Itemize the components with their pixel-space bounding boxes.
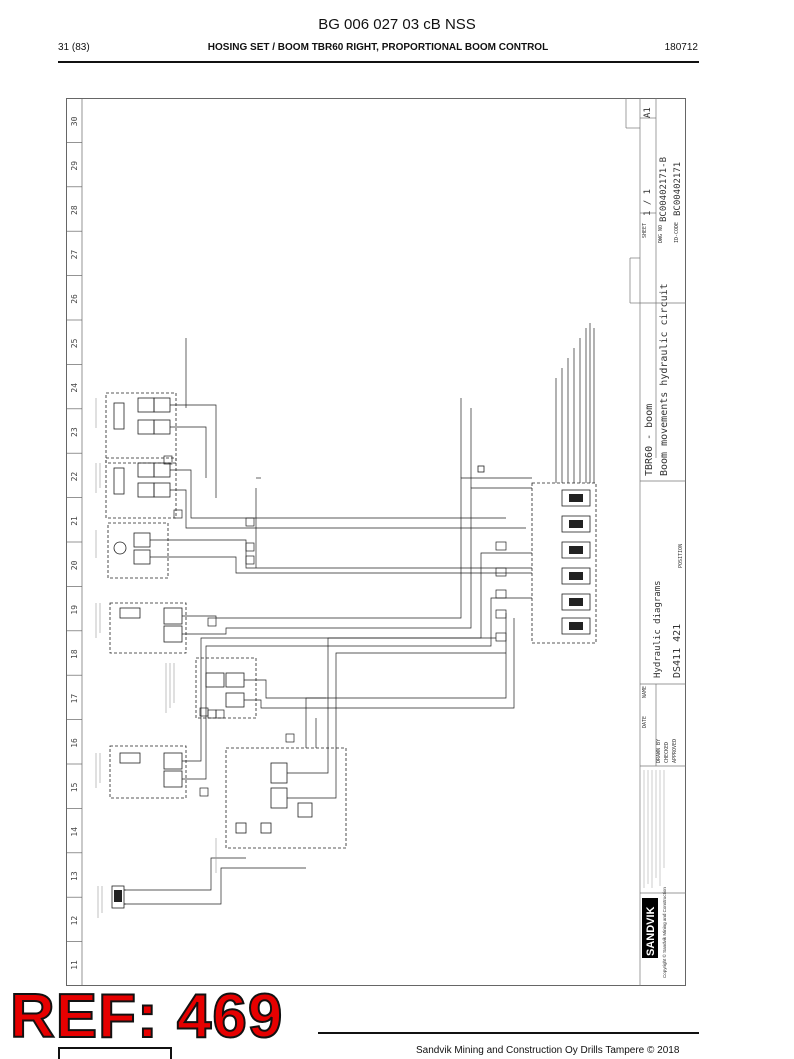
column-number: 18 <box>70 649 79 659</box>
name-label: NAME <box>642 686 648 698</box>
id-code-label: ID-CODE <box>674 222 680 243</box>
date-code: 180712 <box>664 42 698 53</box>
label-strokes <box>95 398 217 918</box>
document-code: BG 006 027 03 cB NSS <box>318 16 476 33</box>
date-label: DATE <box>642 716 648 728</box>
column-ticks <box>66 142 82 942</box>
drawing-no-label: DWG NO <box>658 225 664 243</box>
title-line-2: Boom movements hydraulic circuit <box>659 283 670 476</box>
svg-text:SANDVIK: SANDVIK <box>645 906 657 956</box>
valve-fills <box>114 494 583 902</box>
title-line-1: TBR60 - boom <box>644 404 655 476</box>
approved-label: APPROVED <box>672 739 678 763</box>
column-numbers: 30 29 28 27 26 25 24 23 22 21 20 19 18 17 16 15 14 13 12 11 <box>70 116 79 969</box>
column-number: 15 <box>70 782 79 792</box>
drawing-number: BC00402171-B <box>659 157 669 222</box>
column-number: 29 <box>70 161 79 171</box>
column-number: 24 <box>70 383 79 393</box>
hose-lines <box>124 323 595 905</box>
page-number: 31 (83) <box>58 42 90 53</box>
sheet-frame <box>66 98 686 986</box>
column-number: 30 <box>70 116 79 126</box>
category-label: Hydraulic diagrams <box>653 580 663 678</box>
id-code: BC00402171 <box>673 162 683 216</box>
position-label: POSITION <box>678 544 684 568</box>
section-title: HOSING SET / BOOM TBR60 RIGHT, PROPORTIO… <box>207 42 549 53</box>
column-number: 17 <box>70 694 79 704</box>
sheet-label: SHEET <box>642 223 648 238</box>
hose-markers <box>163 455 507 797</box>
copyright-line: Copyright © Sandvik Mining and Construct… <box>661 887 667 978</box>
column-number: 28 <box>70 205 79 215</box>
notes-text <box>643 770 665 888</box>
column-number: 20 <box>70 560 79 570</box>
column-number: 11 <box>70 960 79 970</box>
column-number: 21 <box>70 516 79 526</box>
footer-logo-outline <box>58 1047 172 1059</box>
title-block <box>625 98 686 986</box>
reference-watermark: REF: 469 <box>9 982 284 1051</box>
checked-label: CHECKED <box>664 742 670 763</box>
sheet-value: 1 / 1 <box>643 189 653 216</box>
column-number: 13 <box>70 871 79 881</box>
sandvik-logo: SANDVIK Copyright © Sandvik Mining and C… <box>642 887 667 978</box>
column-number: 19 <box>70 605 79 615</box>
column-number: 12 <box>70 916 79 926</box>
column-number: 26 <box>70 294 79 304</box>
ds-number: DS411 421 <box>672 624 683 678</box>
column-number: 25 <box>70 338 79 348</box>
column-number: 14 <box>70 827 79 837</box>
column-number: 23 <box>70 427 79 437</box>
footer-company-line: Sandvik Mining and Construction Oy Drill… <box>416 1045 680 1056</box>
header-rule <box>58 61 699 63</box>
column-number: 27 <box>70 250 79 260</box>
footer-rule <box>318 1032 699 1034</box>
drawn-by-label: DRAWN BY <box>656 739 662 763</box>
hydraulic-diagram: 30 29 28 27 26 25 24 23 22 21 20 19 18 17 16 15 14 13 12 11… <box>66 98 686 986</box>
column-number: 16 <box>70 738 79 748</box>
column-number: 22 <box>70 472 79 482</box>
page-header: 31 (83) HOSING SET / BOOM TBR60 RIGHT, P… <box>58 42 698 56</box>
sheet-size: A1 <box>643 107 653 118</box>
